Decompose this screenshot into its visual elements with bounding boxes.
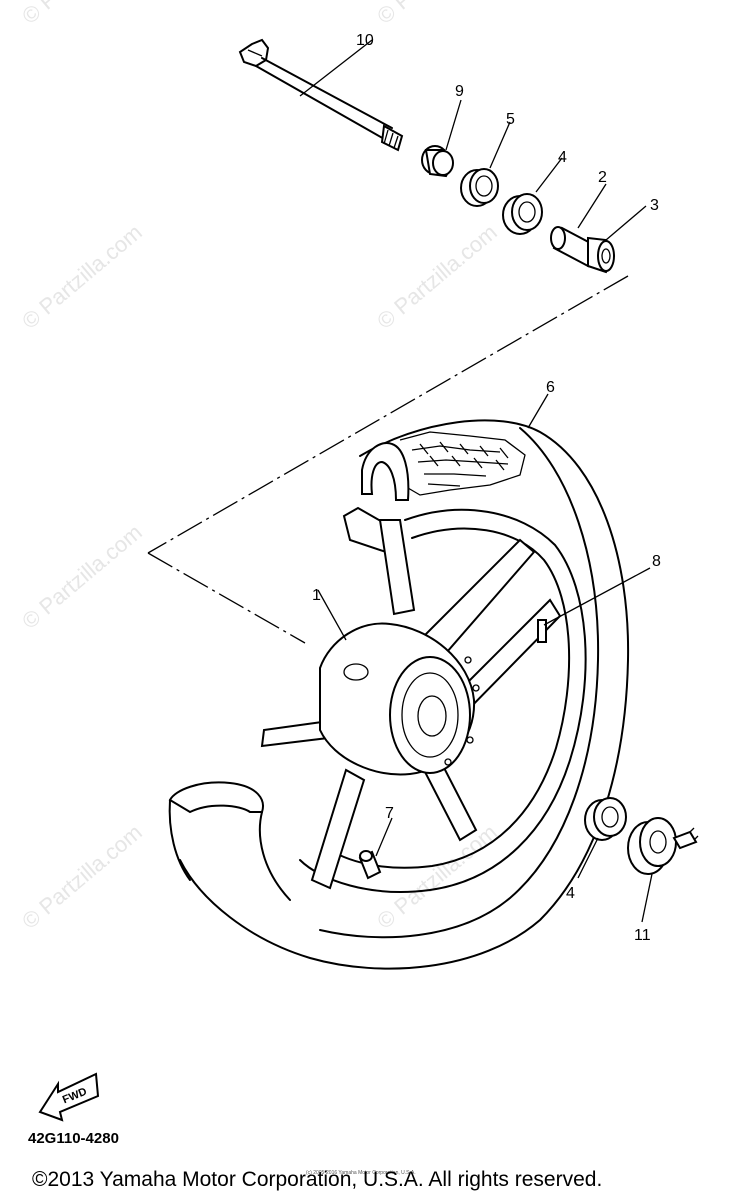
callout-7: 7: [385, 805, 394, 822]
spacer-part: [550, 183, 647, 274]
callout-3: 3: [650, 197, 659, 214]
fwd-arrow-icon: FWD: [38, 1072, 100, 1122]
watermark: © Partzilla.com: [17, 519, 147, 633]
callout-labels: 1 2 3 4 4 5 6 7 8 9 10 11: [312, 32, 661, 944]
watermark: © Partzilla.com: [372, 0, 502, 29]
callout-4: 4: [566, 885, 575, 902]
callout-6: 6: [546, 379, 555, 396]
explode-lines: [147, 275, 629, 644]
valve-part: [358, 817, 393, 880]
bearing-part: [577, 797, 627, 879]
watermark: © Partzilla.com: [17, 0, 147, 29]
fine-print: (c) 2005-2016 Yamaha Motor Corporation, …: [306, 1170, 416, 1176]
wheel-part: [260, 508, 587, 893]
bearing-part: [460, 121, 511, 207]
watermark: © Partzilla.com: [17, 219, 147, 333]
gear-unit-part: [627, 817, 699, 923]
watermark: © Partzilla.com: [17, 819, 147, 933]
balance-weight-part: [537, 567, 651, 643]
callout-8: 8: [652, 553, 661, 570]
collar-part: [421, 99, 462, 178]
tire-part: [168, 393, 630, 970]
axle-part: [238, 38, 404, 152]
copyright-notice: ©2013 Yamaha Motor Corporation, U.S.A. A…: [32, 1168, 603, 1191]
watermark: © Partzilla.com: [372, 219, 502, 333]
callout-11: 11: [634, 927, 651, 944]
diagram-part-code: 42G110-4280: [28, 1130, 119, 1147]
callout-10: 10: [356, 32, 374, 49]
callout-5: 5: [506, 111, 515, 128]
callout-1: 1: [312, 587, 321, 604]
callout-4: 4: [558, 149, 567, 166]
watermark-layer: © Partzilla.com © Partzilla.com © Partzi…: [17, 0, 502, 934]
callout-2: 2: [598, 169, 607, 186]
bearing-part: [502, 157, 563, 235]
callout-9: 9: [455, 83, 464, 100]
